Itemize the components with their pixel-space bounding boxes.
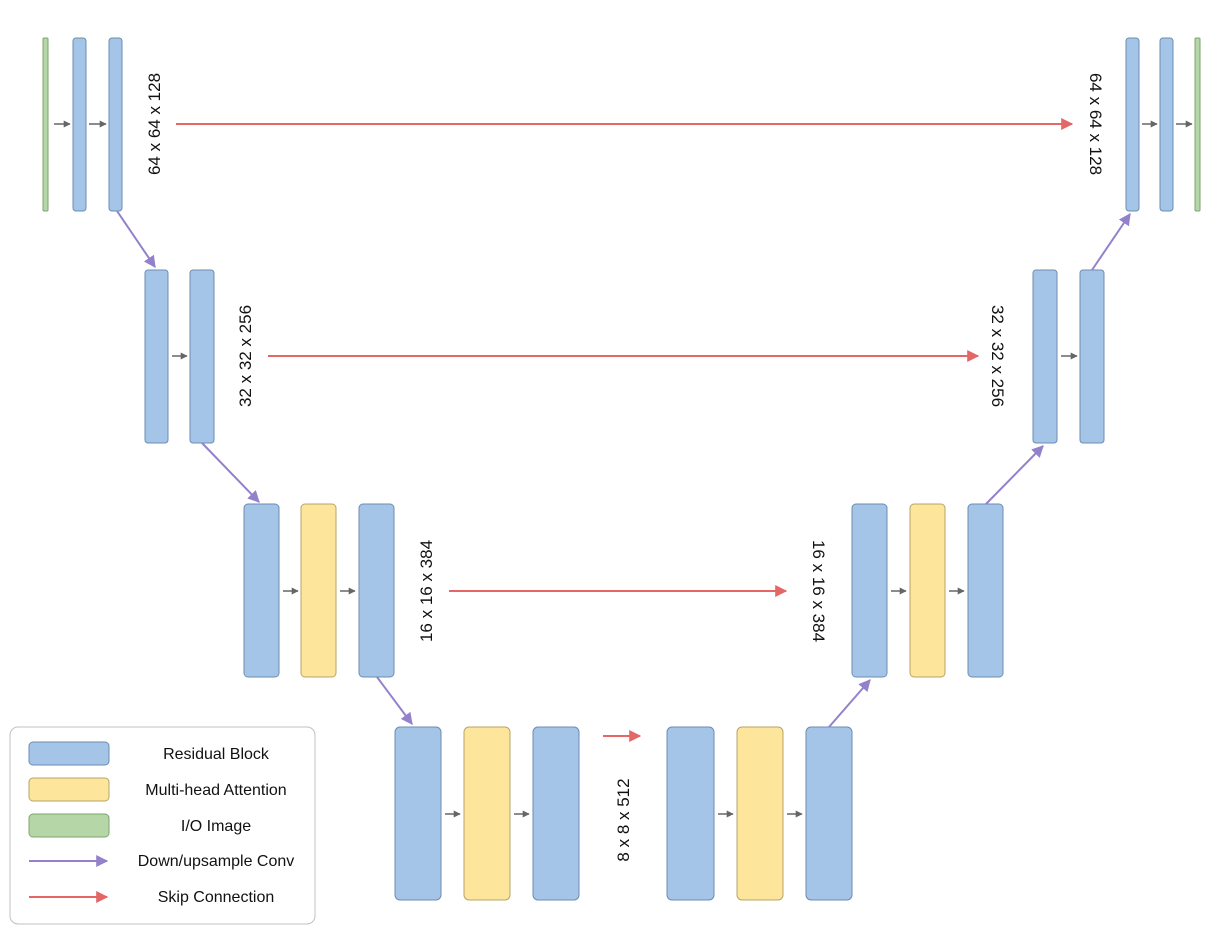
decoder-level-1: 64 x 64 x 128	[1086, 37, 1201, 212]
residual-block	[1032, 269, 1058, 444]
legend-label-down-up: Down/upsample Conv	[138, 853, 295, 870]
dimension-label-decoder-2: 32 x 32 x 256	[988, 305, 1007, 407]
residual-block	[851, 503, 888, 678]
dimension-label-decoder-3: 16 x 16 x 384	[809, 540, 828, 642]
attention-block	[736, 726, 784, 901]
dimension-label-encoder-3: 16 x 16 x 384	[417, 540, 436, 642]
residual-block	[394, 726, 442, 901]
encoder-level-3: 16 x 16 x 384	[243, 503, 436, 678]
residual-block	[358, 503, 395, 678]
legend-swatch-residual-block	[28, 741, 110, 766]
residual-block	[805, 726, 853, 901]
residual-block	[666, 726, 715, 901]
down-up-sample-arrows	[116, 210, 1131, 728]
upsample-arrow-3	[1091, 213, 1131, 271]
legend-swatch-attention	[28, 777, 110, 802]
legend-swatch-io-image	[28, 813, 110, 838]
legend-label-io-image: I/O Image	[181, 818, 251, 835]
legend: Residual Block Multi-head Attention I/O …	[9, 726, 316, 925]
legend-border	[9, 726, 316, 925]
residual-block	[108, 37, 123, 212]
encoder-level-2: 32 x 32 x 256	[144, 269, 255, 444]
attention-block	[463, 726, 511, 901]
residual-block	[1125, 37, 1140, 212]
dimension-label-decoder-1: 64 x 64 x 128	[1086, 73, 1105, 175]
decoder-level-2: 32 x 32 x 256	[988, 269, 1105, 444]
downsample-arrow-2	[201, 442, 260, 503]
dimension-label-encoder-1: 64 x 64 x 128	[145, 73, 164, 175]
residual-block	[144, 269, 169, 444]
legend-label-attention: Multi-head Attention	[145, 782, 286, 799]
legend-label-residual-block: Residual Block	[163, 746, 270, 763]
residual-block	[72, 37, 87, 212]
residual-block	[243, 503, 280, 678]
residual-block	[189, 269, 215, 444]
downsample-arrow-1	[116, 210, 156, 268]
io-image-input	[42, 37, 49, 212]
residual-block	[532, 726, 580, 901]
downsample-arrow-3	[376, 676, 413, 725]
upsample-arrow-1	[828, 679, 871, 728]
attention-block	[300, 503, 337, 678]
dimension-label-encoder-2: 32 x 32 x 256	[236, 305, 255, 407]
residual-block	[1079, 269, 1105, 444]
attention-block	[909, 503, 946, 678]
residual-block	[967, 503, 1004, 678]
bottleneck-encoder	[394, 726, 580, 901]
bottleneck-decoder	[666, 726, 853, 901]
encoder-level-1: 64 x 64 x 128	[42, 37, 164, 212]
dimension-label-bottleneck: 8 x 8 x 512	[614, 778, 633, 861]
legend-label-skip: Skip Connection	[158, 889, 275, 906]
io-image-output	[1194, 37, 1201, 212]
residual-block	[1159, 37, 1174, 212]
upsample-arrow-2	[985, 445, 1044, 505]
decoder-level-3: 16 x 16 x 384	[809, 503, 1004, 678]
